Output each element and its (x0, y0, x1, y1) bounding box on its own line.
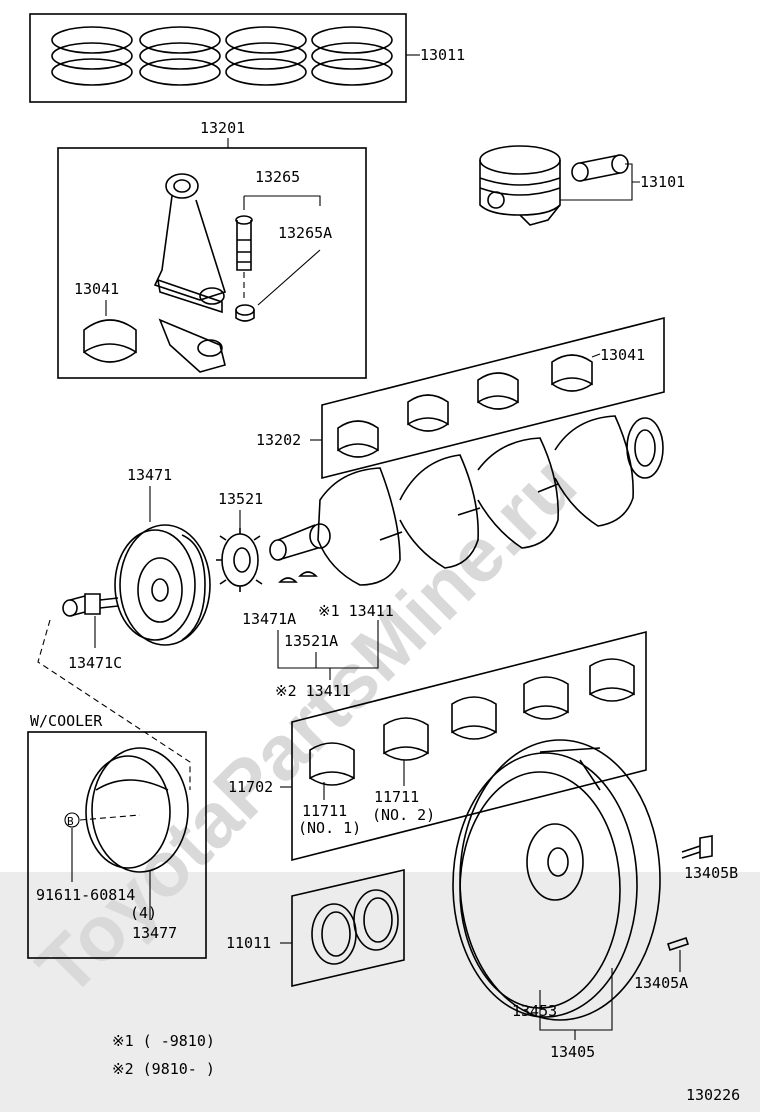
circled-b-icon (64, 812, 80, 828)
main-bearing-lower-box (291, 630, 647, 862)
label-11711-no2: 11711 (374, 788, 419, 806)
label-13405b: 13405B (684, 864, 738, 882)
label-13011: 13011 (420, 46, 465, 64)
label-13201: 13201 (200, 119, 245, 137)
w-cooler-box (27, 731, 207, 959)
label-13521a: 13521A (284, 632, 338, 650)
flywheel-icon (452, 739, 661, 1021)
crank-pulley-icon (114, 524, 211, 646)
crankshaft-icon (269, 415, 664, 586)
bearing-13041-conrod-icon (83, 319, 137, 363)
label-13041-main: 13041 (600, 346, 645, 364)
conrod-box (57, 147, 367, 379)
label-13265: 13265 (255, 168, 300, 186)
main-bearing-upper-box (321, 316, 665, 480)
cooler-pulley-icon (85, 747, 189, 873)
timing-sprocket-icon (216, 528, 263, 592)
dashed-leader (37, 619, 191, 790)
label-11711-no1-sub: (NO. 1) (298, 819, 361, 837)
label-13041-conrod: 13041 (74, 280, 119, 298)
thrust-washers-icon (311, 889, 399, 965)
piston-icon (479, 145, 561, 226)
note-1: ※1 ( -9810) (112, 1032, 215, 1050)
pulley-bolt-icon (62, 593, 119, 617)
bolt-13265-icon (235, 215, 253, 271)
watermark: ToyotaPartsMine.ru (20, 439, 593, 1012)
label-13202: 13202 (256, 431, 301, 449)
piston-pin-icon (571, 154, 629, 182)
label-13521: 13521 (218, 490, 263, 508)
label-11011: 11011 (226, 934, 271, 952)
keys-icon (278, 571, 318, 583)
label-13471: 13471 (127, 466, 172, 484)
circled-b-label: B (67, 815, 74, 828)
ring-set-box (29, 13, 407, 103)
dowel-pin-icon (666, 936, 690, 952)
label-13471c: 13471C (68, 654, 122, 672)
label-11711-no1: 11711 (302, 802, 347, 820)
flywheel-bolt-icon (681, 835, 713, 859)
note-2: ※2 (9810- ) (112, 1060, 215, 1078)
label-13405a: 13405A (634, 974, 688, 992)
label-13405: 13405 (550, 1043, 595, 1061)
main-bearing-upper-icons (337, 354, 593, 458)
figure-code: 130226 (686, 1086, 740, 1104)
label-13411-note1: ※1 13411 (318, 602, 394, 620)
background-band (0, 872, 760, 1112)
main-bearing-lower-icons (309, 658, 635, 786)
connecting-rod-icon (153, 173, 227, 373)
label-91611: 91611-60814 (36, 886, 135, 904)
label-13471a: 13471A (242, 610, 296, 628)
label-13477: 13477 (132, 924, 177, 942)
label-w-cooler: W/COOLER (30, 712, 103, 730)
label-13453: 13453 (512, 1002, 557, 1020)
label-11711-no2-sub: (NO. 2) (372, 806, 435, 824)
label-13101: 13101 (640, 173, 685, 191)
thrust-washer-box (291, 868, 405, 988)
label-91611-qty: (4) (130, 904, 157, 922)
label-13411-note2: ※2 13411 (275, 682, 351, 700)
label-13265a: 13265A (278, 224, 332, 242)
label-11702: 11702 (228, 778, 273, 796)
nut-13265a-icon (235, 304, 255, 322)
piston-rings-icon (51, 26, 393, 86)
